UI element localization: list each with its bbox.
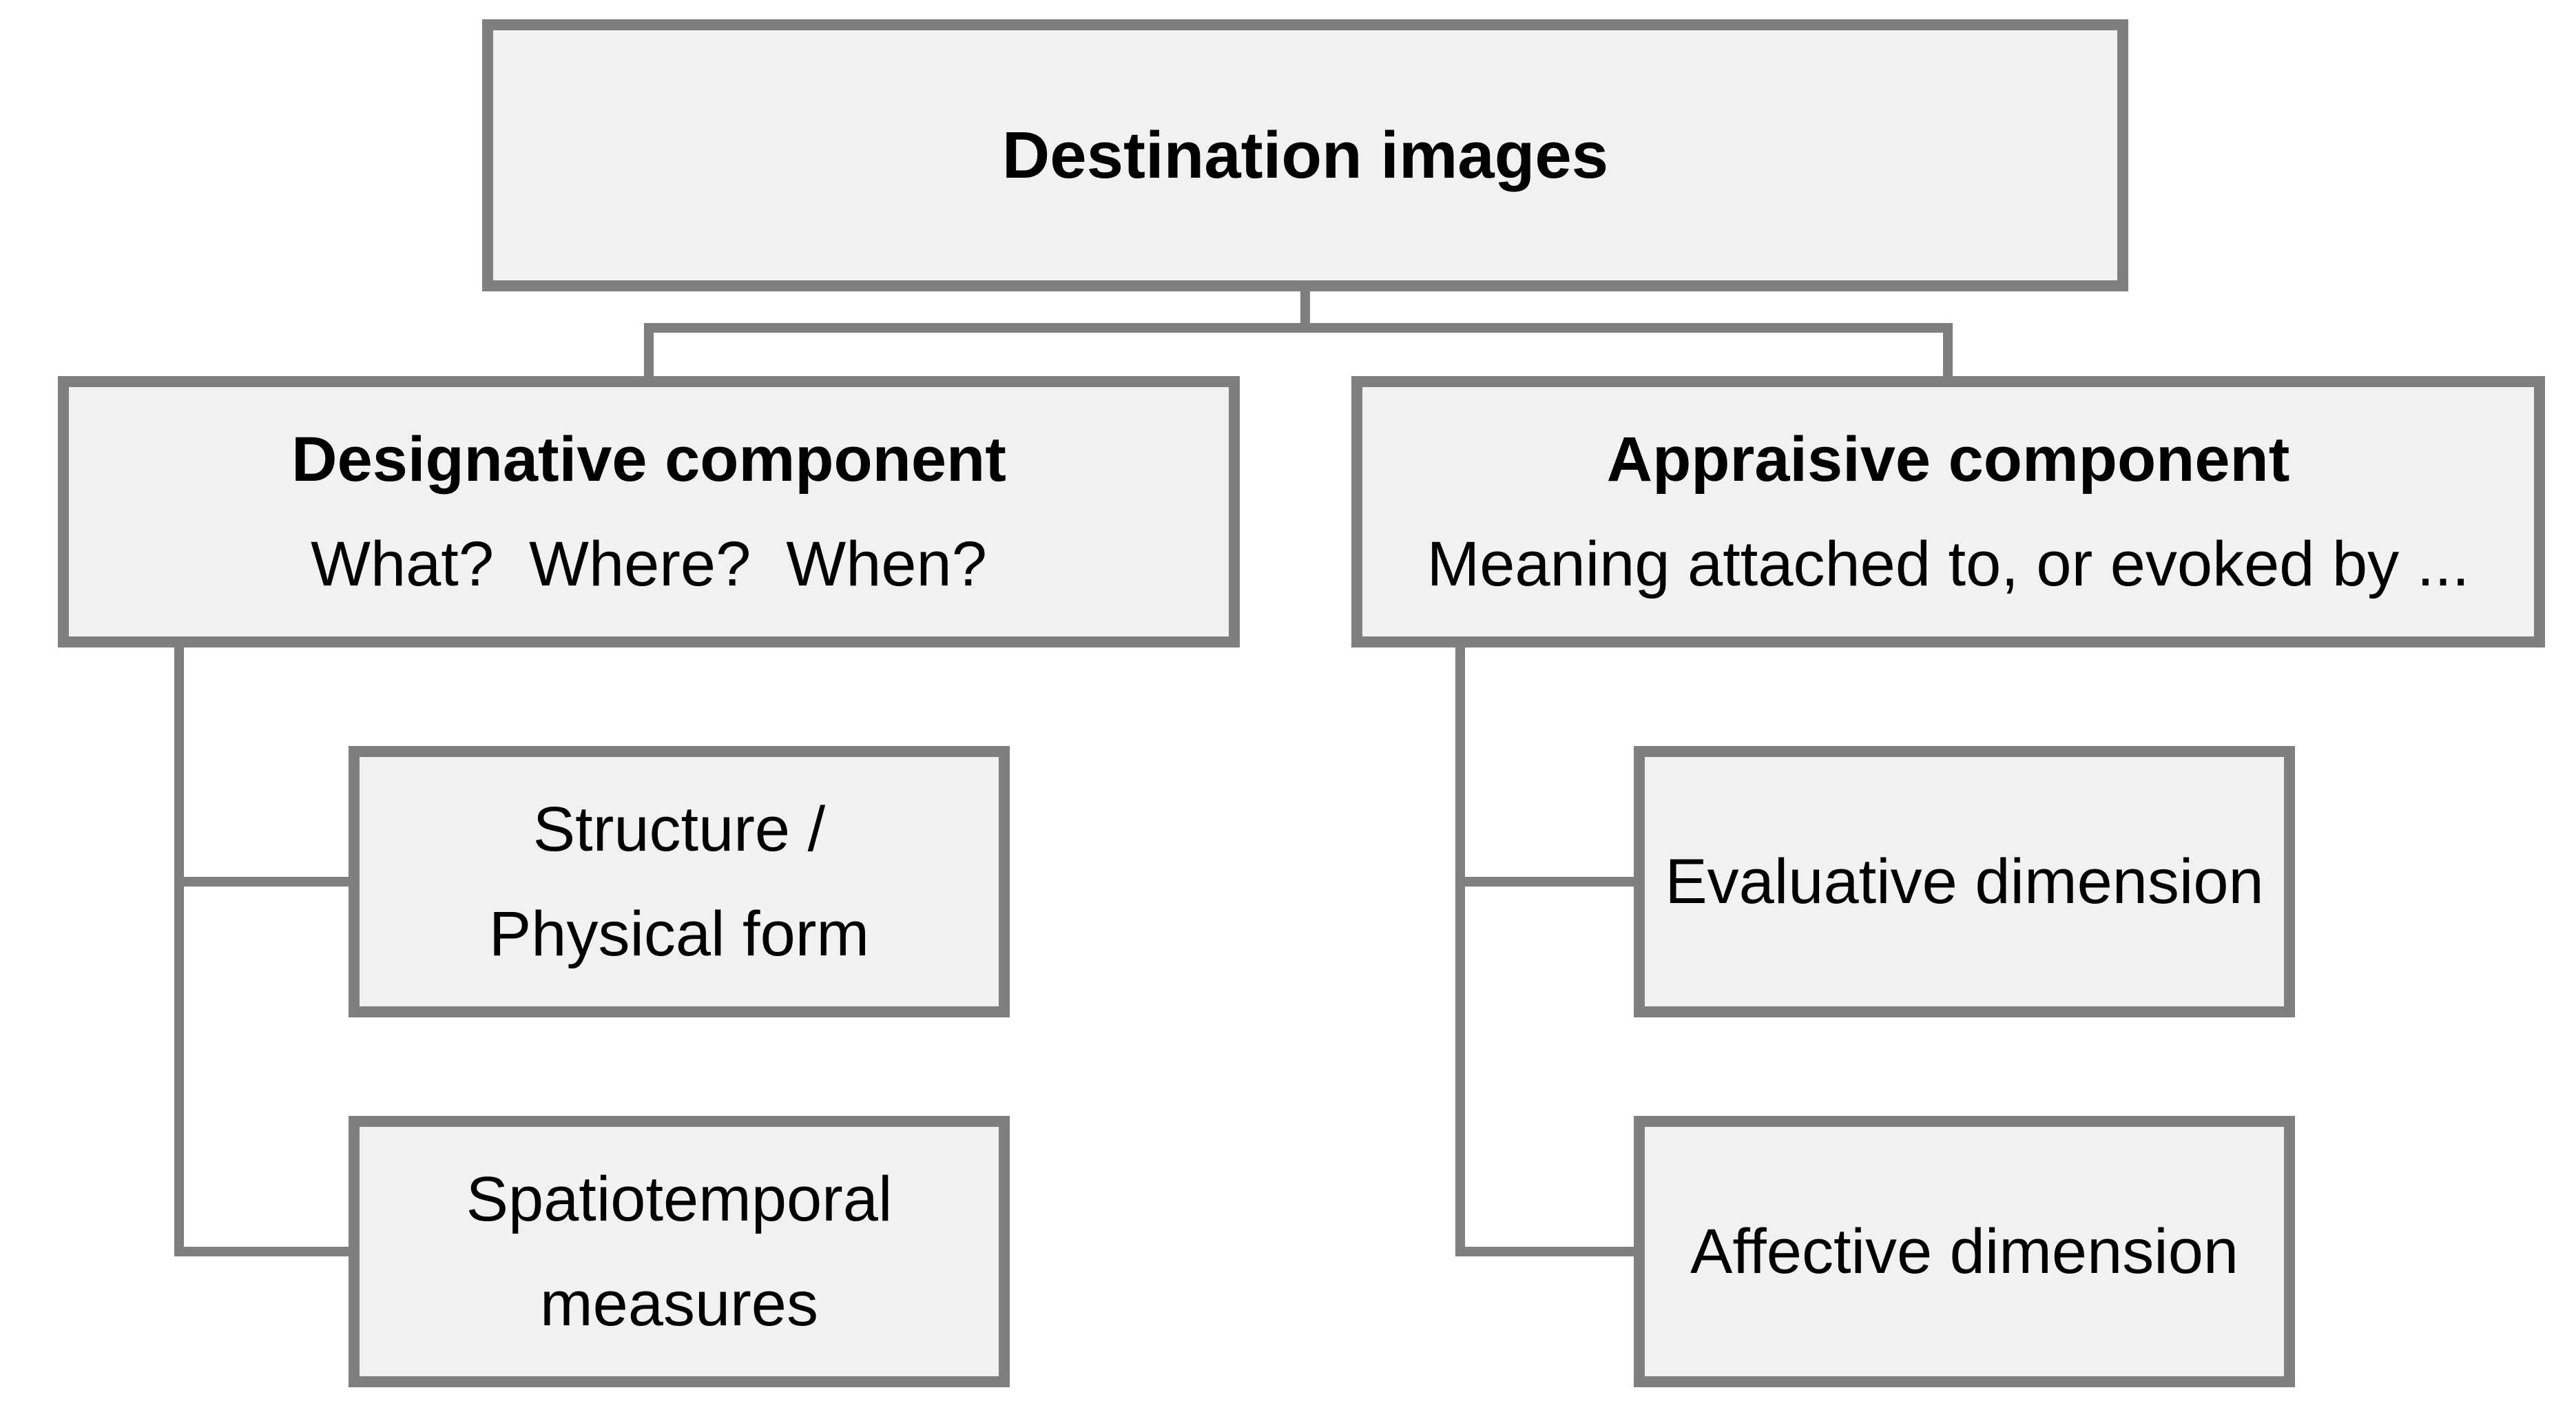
node-appraisive-component: Appraisive component Meaning attached to… — [1351, 376, 2545, 647]
node-label-line: Affective dimension — [1690, 1216, 2239, 1287]
node-subtitle: What? Where? When? — [311, 529, 987, 599]
connector-bracket-horizontal — [644, 323, 1953, 333]
node-spatiotemporal-measures: Spatiotemporal measures — [349, 1116, 1010, 1387]
connector-bracket-drop-left — [644, 323, 654, 376]
node-evaluative-dimension: Evaluative dimension — [1634, 746, 2295, 1017]
node-affective-dimension: Affective dimension — [1634, 1116, 2295, 1387]
connector-branch-structure — [174, 877, 349, 887]
node-structure-physical-form: Structure / Physical form — [349, 746, 1010, 1017]
node-label-line: Spatiotemporal — [466, 1164, 893, 1234]
connector-designative-trunk — [174, 647, 184, 1256]
connector-branch-spatiotemporal — [174, 1247, 349, 1256]
node-designative-component: Designative component What? Where? When? — [58, 376, 1240, 647]
node-title: Destination images — [1001, 118, 1609, 192]
connector-root-stub — [1300, 291, 1310, 333]
node-label-line: Evaluative dimension — [1665, 847, 2264, 917]
node-label-line: Physical form — [488, 899, 870, 969]
node-label-line: Structure / — [532, 794, 826, 864]
connector-bracket-drop-right — [1943, 323, 1953, 376]
connector-branch-affective — [1455, 1247, 1634, 1256]
node-heading: Appraisive component — [1606, 424, 2290, 495]
node-subtitle: Meaning attached to, or evoked by ... — [1426, 529, 2470, 599]
node-heading: Designative component — [291, 424, 1006, 495]
connector-appraisive-trunk — [1455, 647, 1465, 1256]
connector-branch-evaluative — [1455, 877, 1634, 887]
node-label-line: measures — [540, 1269, 818, 1339]
node-destination-images: Destination images — [482, 19, 2128, 291]
